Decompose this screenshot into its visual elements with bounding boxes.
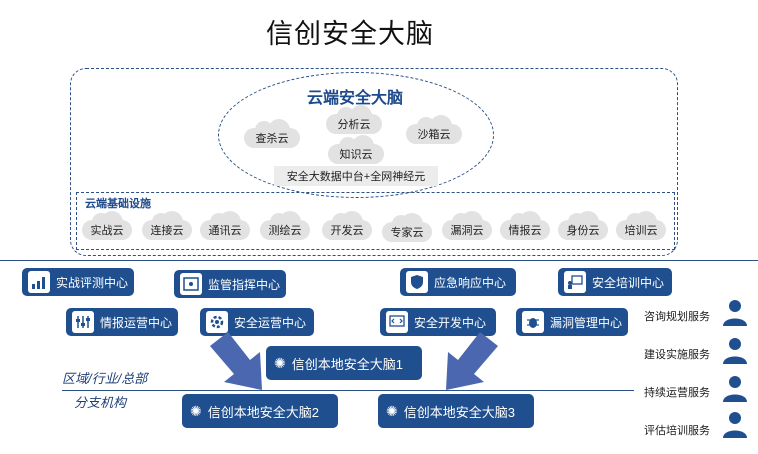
service-training: 评估培训服务 <box>644 425 710 437</box>
gear-icon <box>206 311 228 333</box>
data-platform-label: 安全大数据中台+全网神经元 <box>274 166 438 186</box>
sliders-icon <box>72 311 94 333</box>
local-brain-3[interactable]: ✺ 信创本地安全大脑3 <box>378 394 534 428</box>
page-title: 信创安全大脑 <box>266 19 434 49</box>
bug-icon <box>522 311 544 333</box>
center-security-ops[interactable]: 安全运营中心 <box>200 308 314 336</box>
person-icon <box>729 300 741 312</box>
service-consulting: 咨询规划服务 <box>644 311 710 323</box>
center-training[interactable]: 安全培训中心 <box>558 268 672 296</box>
branch-label: 分支机构 <box>74 395 127 410</box>
brain-icon: ✺ <box>190 402 202 419</box>
code-icon <box>386 311 408 333</box>
infrastructure-frame <box>76 192 675 250</box>
local-brain-1[interactable]: ✺ 信创本地安全大脑1 <box>266 346 422 380</box>
center-combat-eval[interactable]: 实战评测中心 <box>22 268 134 296</box>
brain-icon: ✺ <box>274 354 286 371</box>
brain-icon: ✺ <box>386 402 398 419</box>
infrastructure-title: 云端基础设施 <box>85 198 151 210</box>
chart-icon <box>28 271 50 293</box>
region-divider <box>62 390 634 391</box>
cloud-brain-ellipse <box>218 72 494 198</box>
local-brain-2[interactable]: ✺ 信创本地安全大脑2 <box>182 394 338 428</box>
map-icon <box>180 273 202 295</box>
cloud-brain-title: 云端安全大脑 <box>306 90 403 107</box>
service-operations: 持续运营服务 <box>644 387 710 399</box>
region-label: 区域/行业/总部 <box>62 371 148 386</box>
teacher-icon <box>564 271 586 293</box>
service-implementation: 建设实施服务 <box>644 349 710 361</box>
person-icons <box>723 300 747 438</box>
divider-line <box>0 260 758 261</box>
person-icon <box>729 412 741 424</box>
shield-icon <box>406 271 428 293</box>
center-intel-ops[interactable]: 情报运营中心 <box>66 308 178 336</box>
person-icon <box>729 338 741 350</box>
person-icon <box>729 376 741 388</box>
center-security-dev[interactable]: 安全开发中心 <box>380 308 496 336</box>
center-supervision[interactable]: 监管指挥中心 <box>174 270 286 298</box>
arrow-left <box>210 332 262 390</box>
center-emergency[interactable]: 应急响应中心 <box>400 268 516 296</box>
arrow-right <box>446 332 498 390</box>
center-vuln-mgmt[interactable]: 漏洞管理中心 <box>516 308 628 336</box>
cloud-section-frame <box>70 68 678 256</box>
